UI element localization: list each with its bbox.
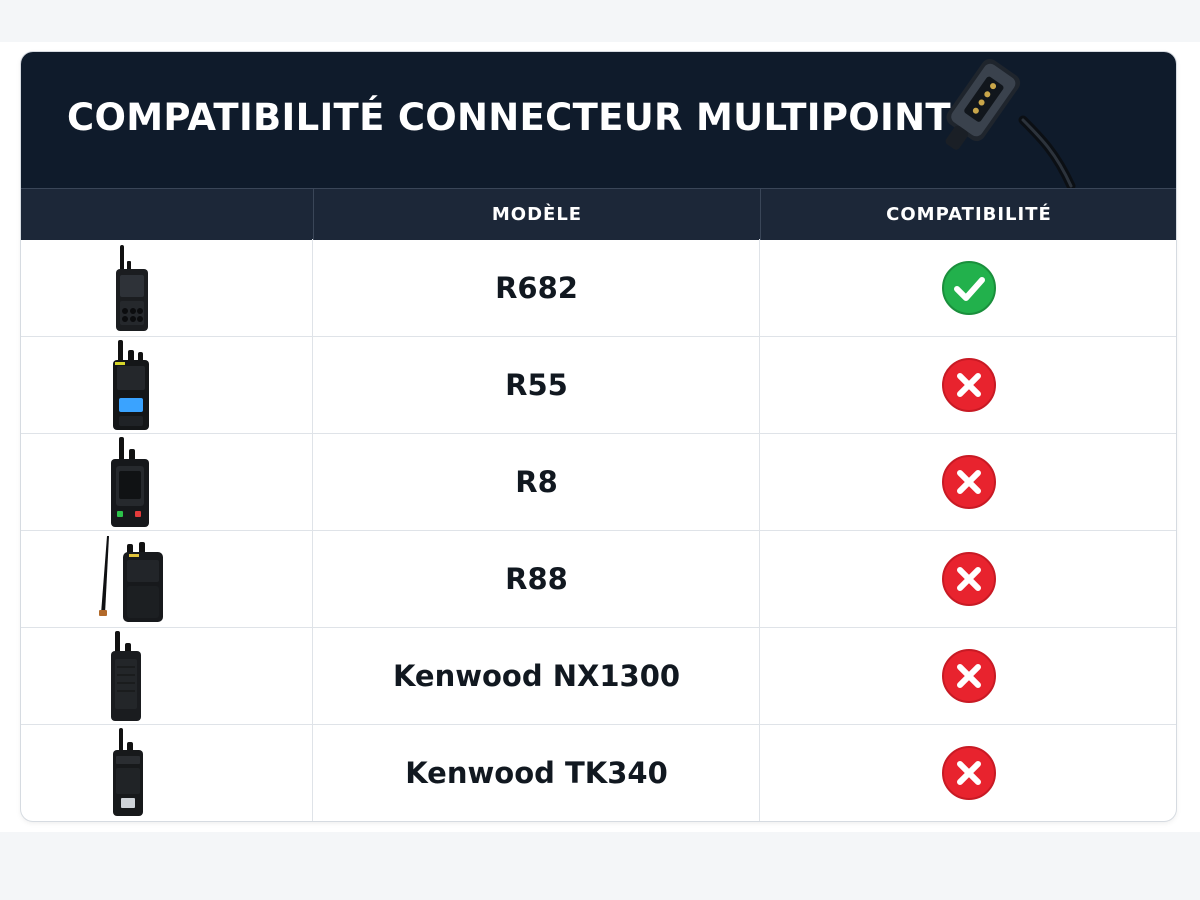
model-name: R682 <box>312 239 760 336</box>
compatibility-cell <box>759 724 1176 821</box>
cross-circle-icon <box>941 454 996 509</box>
table-body: R682 <box>21 239 1176 821</box>
compatibility-cell <box>759 627 1176 724</box>
model-name: Kenwood NX1300 <box>312 627 760 724</box>
model-name: R88 <box>312 530 760 627</box>
table-row: R682 <box>21 239 1176 337</box>
compatibility-cell <box>759 530 1176 627</box>
cross-circle-icon <box>941 551 996 606</box>
multipoint-connector-image <box>945 59 1076 188</box>
table-row: Kenwood TK340 <box>21 724 1176 821</box>
table-row: R8 <box>21 433 1176 531</box>
radio-kenwood-nx1300-image <box>111 631 141 721</box>
compatibility-cell <box>759 239 1176 336</box>
radio-image-cell <box>21 336 312 433</box>
radio-r682-image <box>116 245 148 331</box>
radio-image-cell <box>21 433 312 530</box>
table-row: R88 <box>21 530 1176 628</box>
check-circle-icon <box>941 260 996 315</box>
page-title: COMPATIBILITÉ CONNECTEUR MULTIPOINT <box>67 96 951 139</box>
compatibility-table-card: COMPATIBILITÉ CONNECTEUR MULTIPOINT MODÈ… <box>21 52 1176 821</box>
model-name: R8 <box>312 433 760 530</box>
cross-circle-icon <box>941 745 996 800</box>
radio-image-cell <box>21 627 312 724</box>
compatibility-cell <box>759 433 1176 530</box>
compatibility-cell <box>759 336 1176 433</box>
radio-image-cell <box>21 724 312 821</box>
column-header-compatibility: COMPATIBILITÉ <box>760 189 1176 240</box>
radio-kenwood-tk340-image <box>113 728 143 816</box>
radio-r55-image <box>113 340 149 430</box>
cross-circle-icon <box>941 357 996 412</box>
model-name: R55 <box>312 336 760 433</box>
table-row: R55 <box>21 336 1176 434</box>
table-row: Kenwood NX1300 <box>21 627 1176 725</box>
model-name: Kenwood TK340 <box>312 724 760 821</box>
table-header-banner: COMPATIBILITÉ CONNECTEUR MULTIPOINT <box>21 52 1176 188</box>
column-header-image <box>21 189 312 240</box>
radio-r88-image <box>99 536 163 622</box>
radio-r8-image <box>111 437 149 527</box>
radio-image-cell <box>21 530 312 627</box>
column-header-model: MODÈLE <box>313 189 760 240</box>
radio-image-cell <box>21 239 312 336</box>
cross-circle-icon <box>941 648 996 703</box>
table-column-headers: MODÈLE COMPATIBILITÉ <box>21 188 1176 240</box>
